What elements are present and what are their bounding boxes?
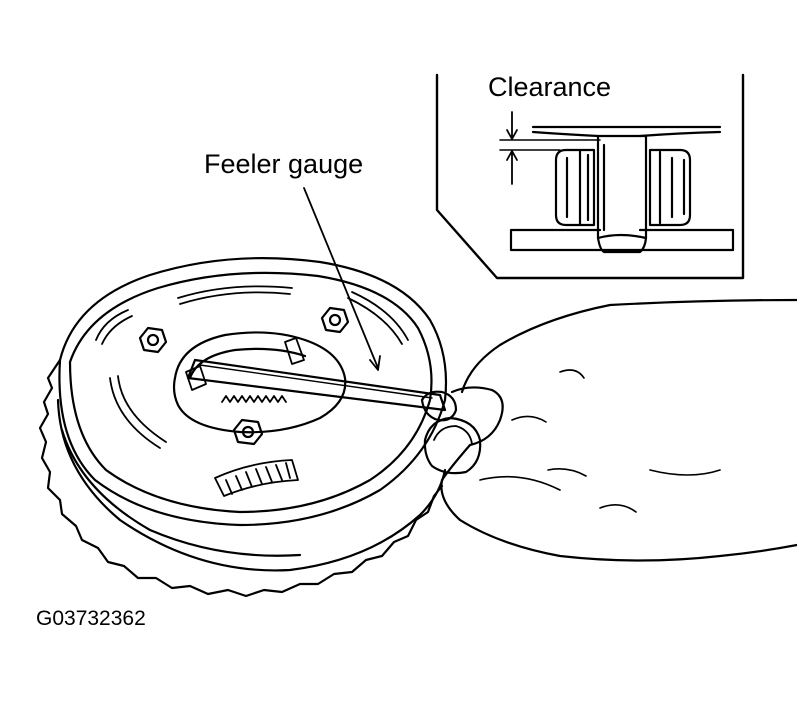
face-slot-left [95, 309, 133, 345]
drum-side-wall [56, 398, 447, 572]
clutch-drum [38, 257, 448, 598]
inset-left-stack [554, 148, 596, 227]
drum-top-rim-inner [68, 271, 433, 514]
inset-hub-detail [596, 143, 648, 240]
bore-snap-ring [284, 337, 305, 365]
hand-palm-crease [479, 469, 721, 491]
face-slot-right [347, 291, 409, 345]
feeler-gauge-inner-edge [199, 364, 433, 399]
hand-knuckle-lines [511, 369, 637, 513]
feeler-gauge-leader [303, 187, 381, 371]
lower-spring-pack [214, 459, 299, 497]
drum-top-rim [58, 257, 448, 527]
bolt-boss-left [138, 326, 168, 354]
inset-center-hub [596, 134, 648, 254]
hand [420, 298, 797, 562]
drum-side-inner [60, 428, 302, 557]
drum-center-bore [172, 331, 347, 434]
face-slot-lower-left [109, 375, 167, 449]
hand-outline [440, 298, 797, 562]
finger-tip [420, 390, 458, 422]
bolt-boss-right [320, 306, 350, 334]
bore-clip [185, 365, 207, 391]
clearance-arrow-down [506, 111, 518, 140]
feeler-gauge-blade [186, 358, 447, 412]
inset-right-stack [648, 148, 692, 227]
feeler-gauge-label: Feeler gauge [204, 149, 363, 179]
bore-splines [221, 395, 287, 403]
inset-frame [435, 73, 745, 280]
inset-base-plate [509, 228, 735, 252]
figure-id-label: G03732362 [36, 607, 146, 630]
clearance-arrow-up [506, 150, 518, 185]
thumb-nail [433, 425, 473, 445]
face-slot-top [177, 285, 293, 305]
clearance-label: Clearance [488, 72, 611, 102]
bolt-boss-bottom [232, 418, 264, 446]
inset-detail [435, 73, 745, 280]
drum-toothed-ring [38, 358, 444, 598]
inset-upper-plate [531, 125, 722, 138]
